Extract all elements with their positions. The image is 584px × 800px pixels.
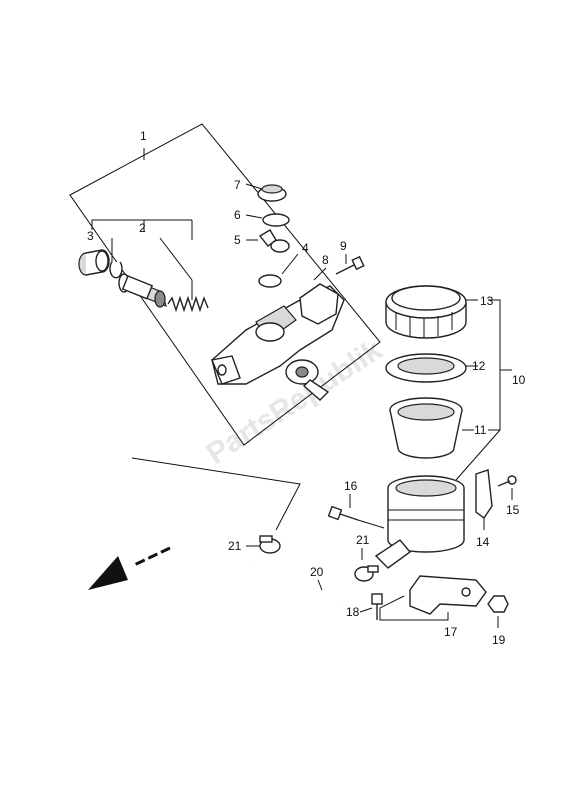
callout-21b[interactable]: 21 — [356, 533, 370, 547]
callout-14[interactable]: 14 — [476, 535, 490, 549]
spring-part — [167, 295, 209, 313]
callout-9[interactable]: 9 — [340, 239, 347, 253]
callout-15[interactable]: 15 — [506, 503, 520, 517]
piston-part — [118, 273, 167, 308]
bracket-2 — [91, 219, 193, 300]
callout-19[interactable]: 19 — [492, 633, 506, 647]
piston-cup-part — [78, 249, 110, 276]
leader-6 — [245, 214, 263, 219]
callout-2[interactable]: 2 — [139, 221, 146, 235]
reservoir-diaphragm-part — [389, 397, 463, 459]
callout-21a[interactable]: 21 — [228, 539, 242, 553]
leader-17 — [379, 595, 449, 621]
leader-18 — [359, 607, 373, 613]
reservoir-cap-part — [385, 285, 467, 339]
o-ring-part — [258, 274, 282, 288]
leader-4 — [281, 253, 299, 275]
callout-18[interactable]: 18 — [346, 605, 360, 619]
master-cylinder-body-part — [211, 283, 345, 401]
clamp-14-part — [475, 469, 493, 520]
plate-part — [385, 353, 467, 383]
callout-10[interactable]: 10 — [512, 373, 526, 387]
callout-13[interactable]: 13 — [480, 294, 494, 308]
hose-clip-upper-part — [354, 565, 379, 582]
bolt-18-part — [371, 593, 383, 620]
leader-8 — [313, 267, 327, 281]
callout-11[interactable]: 11 — [474, 423, 487, 437]
circlip-part — [109, 261, 123, 279]
connector-line — [131, 457, 301, 531]
leader-16b — [357, 519, 385, 529]
nut-19-part — [487, 595, 509, 613]
fitting-part — [258, 229, 290, 253]
hose-20-inner — [232, 561, 341, 625]
leader-20 — [317, 579, 323, 591]
bolt-9-part — [335, 255, 365, 275]
callout-7[interactable]: 7 — [234, 178, 241, 192]
callout-12[interactable]: 12 — [472, 359, 486, 373]
callout-17[interactable]: 17 — [444, 625, 458, 639]
bolt-16-part — [327, 505, 359, 521]
callout-16[interactable]: 16 — [344, 479, 358, 493]
hose-clip-lower-part — [259, 535, 281, 554]
callout-20[interactable]: 20 — [310, 565, 324, 579]
cap-part — [257, 184, 287, 202]
reservoir-part — [374, 475, 465, 569]
diaphragm-part — [262, 213, 290, 227]
callout-8[interactable]: 8 — [322, 253, 329, 267]
callout-1[interactable]: 1 — [140, 129, 147, 143]
front-direction-arrow-icon — [88, 546, 171, 590]
callout-5[interactable]: 5 — [234, 233, 241, 247]
screw-15-part — [497, 475, 517, 487]
callout-6[interactable]: 6 — [234, 208, 241, 222]
callout-4[interactable]: 4 — [302, 241, 309, 255]
leader-7 — [245, 183, 263, 190]
leader-10b — [455, 429, 501, 481]
bracket-10 — [488, 299, 501, 431]
callout-3[interactable]: 3 — [87, 229, 94, 243]
assembly-box-1 — [69, 123, 381, 446]
bracket-17-part — [409, 575, 487, 615]
